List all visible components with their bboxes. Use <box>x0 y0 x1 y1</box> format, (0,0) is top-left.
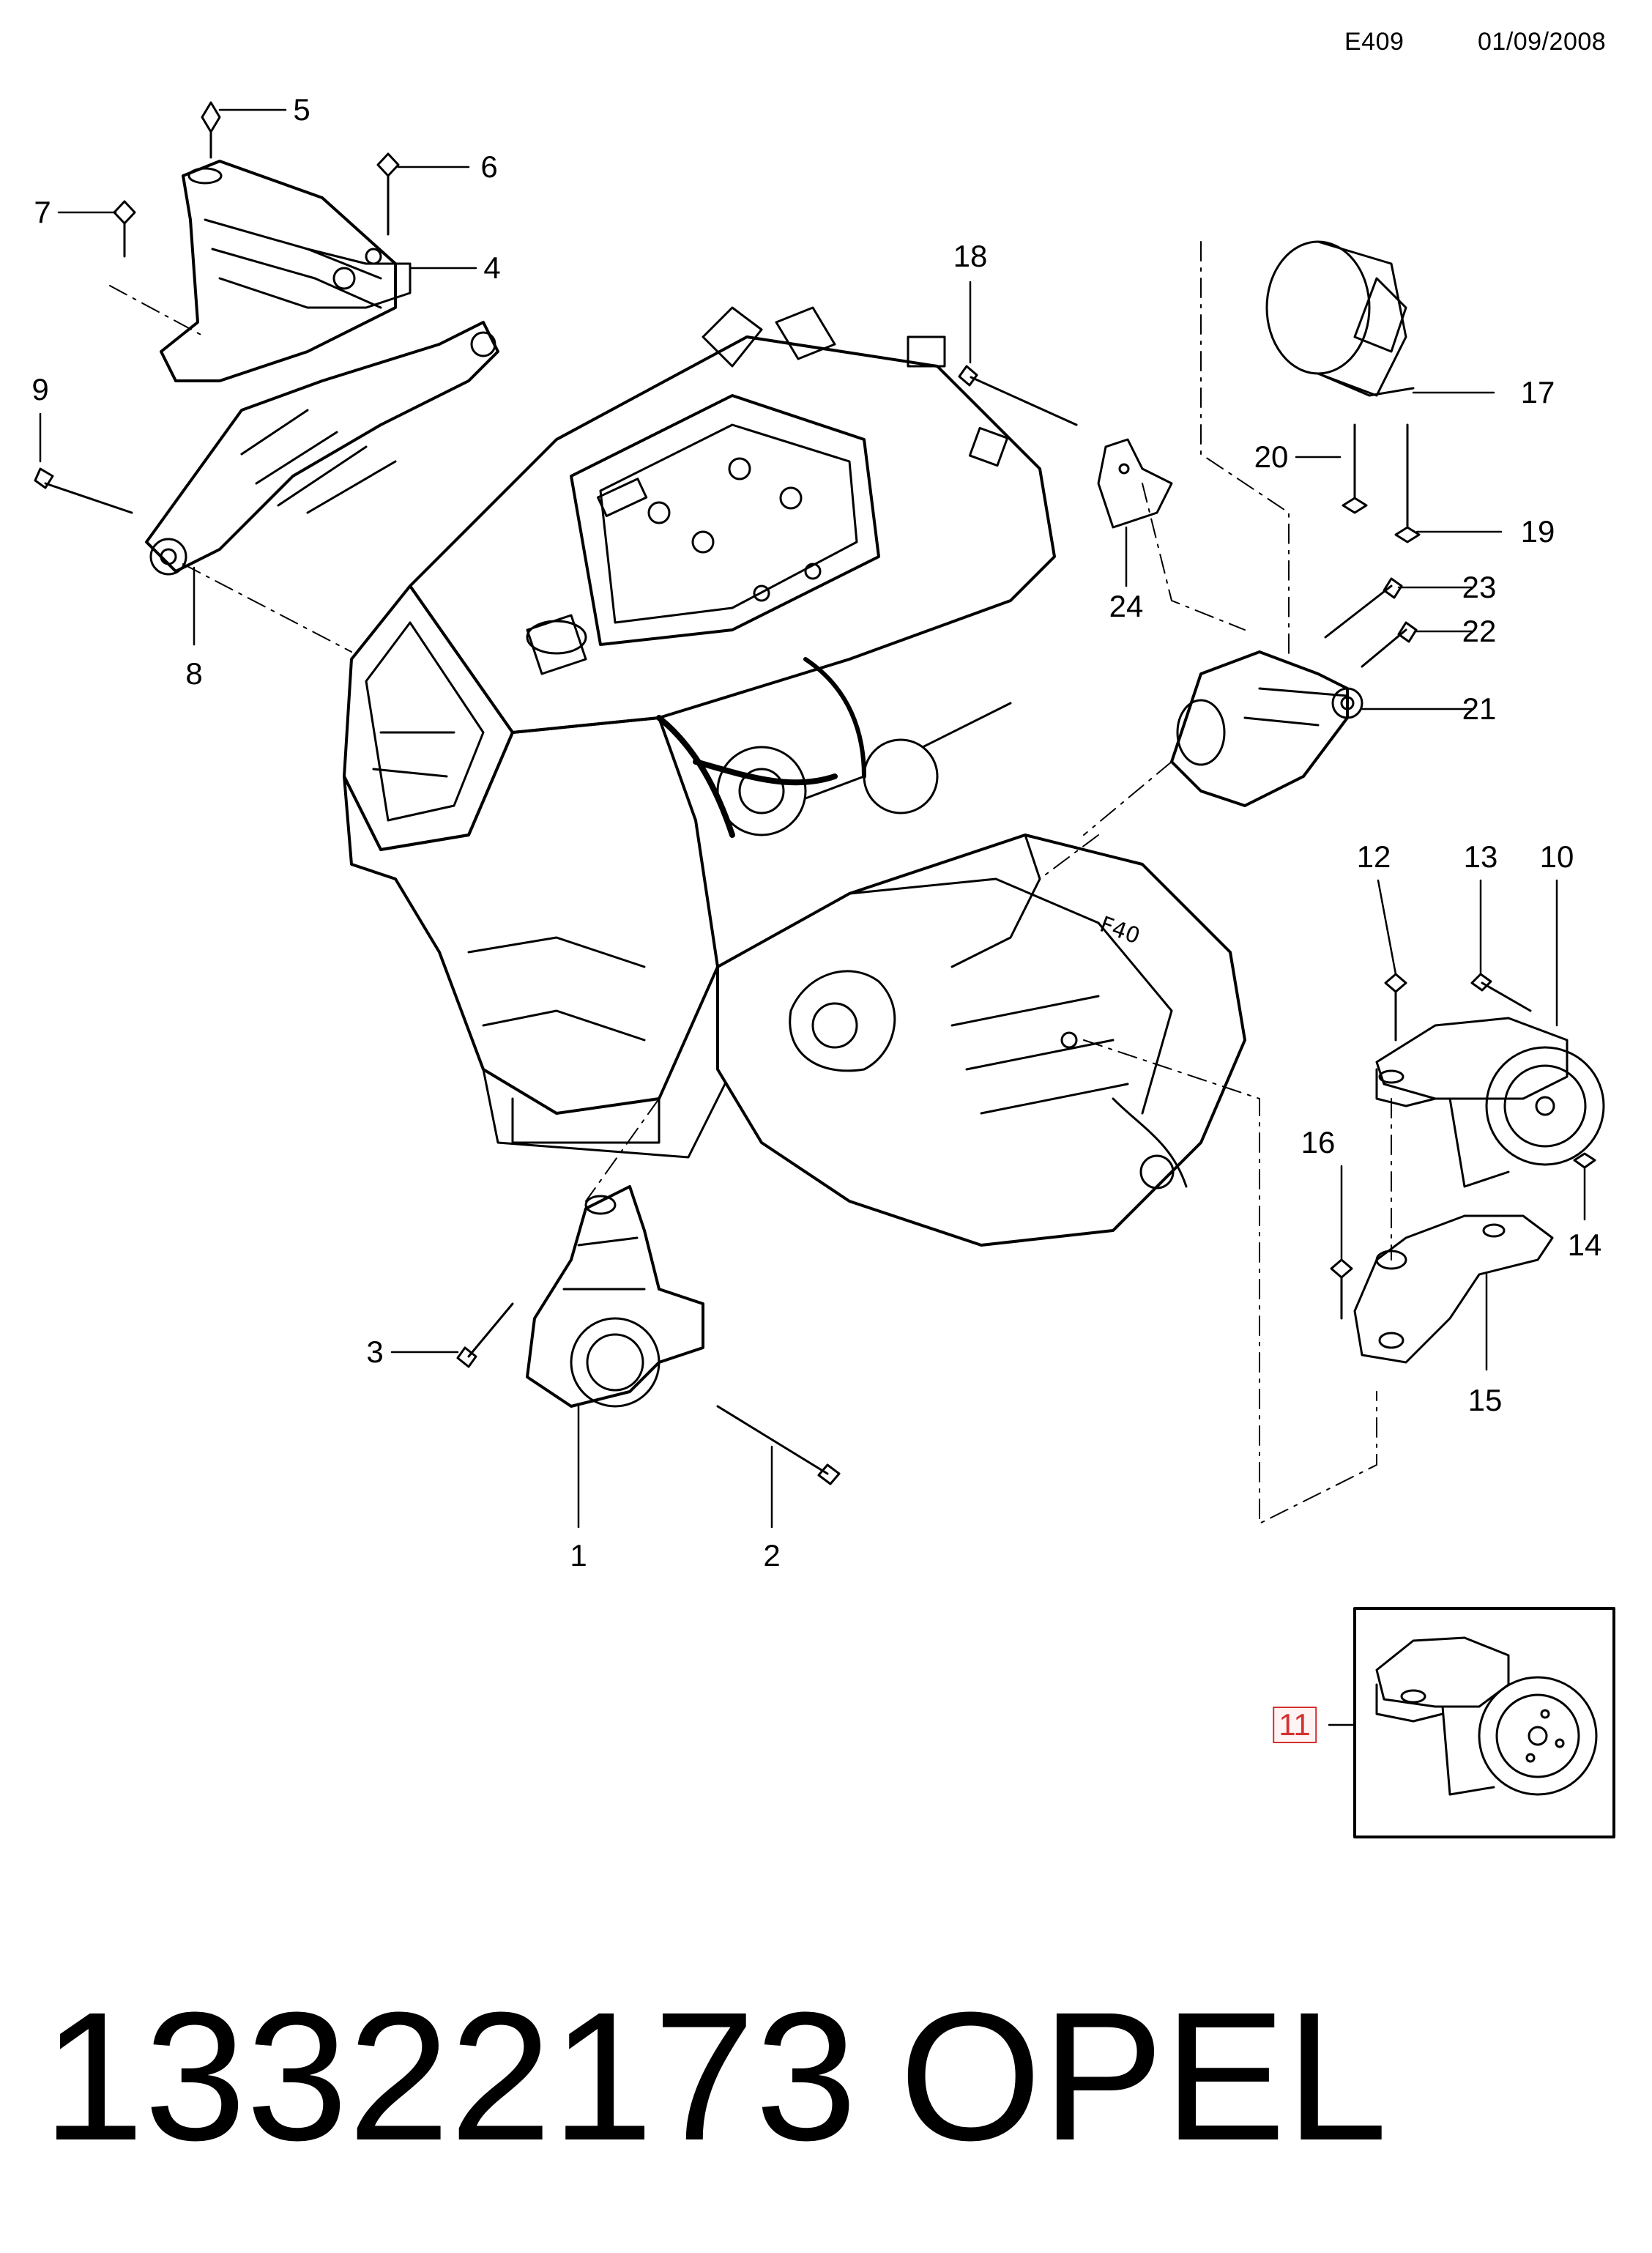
callout-22: 22 <box>1462 614 1497 648</box>
diagram-code: E409 <box>1344 28 1404 56</box>
diagram-date: 01/09/2008 <box>1478 28 1607 56</box>
callout-17: 17 <box>1520 375 1555 409</box>
part-8-bracket <box>145 321 499 576</box>
brand-name: OPEL <box>899 1974 1388 2178</box>
callout-8: 8 <box>185 656 203 691</box>
part-15-bracket <box>1353 1214 1554 1364</box>
part-10-transmission-mount <box>1375 1017 1605 1188</box>
callout-19: 19 <box>1520 514 1555 549</box>
callout-23: 23 <box>1462 570 1497 604</box>
callout-13: 13 <box>1463 839 1498 874</box>
part-1-transmission-mount <box>526 1185 704 1408</box>
callout-21: 21 <box>1462 691 1497 726</box>
callout-9: 9 <box>31 372 49 407</box>
callout-4: 4 <box>483 250 501 285</box>
svg-text:F40: F40 <box>1096 912 1143 950</box>
part-17-hydro-mount <box>1265 240 1415 397</box>
callout-1: 1 <box>570 1538 587 1573</box>
callout-20: 20 <box>1254 439 1289 474</box>
callout-12: 12 <box>1356 839 1391 874</box>
inset-part-11 <box>1353 1607 1615 1838</box>
part-24-heat-shield <box>1097 438 1173 529</box>
callout-6: 6 <box>480 149 498 184</box>
callout-18: 18 <box>953 239 988 273</box>
leader-lines <box>39 108 1586 1726</box>
part-4-upper-mount <box>160 160 412 382</box>
assembly-lines <box>109 241 1392 1524</box>
bolts <box>34 101 1596 1485</box>
callout-15: 15 <box>1467 1383 1503 1417</box>
callout-11-highlighted: 11 <box>1273 1707 1317 1743</box>
engine-assembly-drawing <box>343 306 1056 1159</box>
callout-16: 16 <box>1301 1125 1336 1159</box>
callout-3: 3 <box>366 1335 384 1369</box>
callout-10: 10 <box>1539 839 1574 874</box>
part-number: 13322173 <box>42 1974 857 2178</box>
callout-14: 14 <box>1567 1228 1602 1262</box>
callout-7: 7 <box>34 195 51 229</box>
part-21-mount-bracket <box>1170 650 1363 807</box>
callout-5: 5 <box>293 92 310 127</box>
callout-2: 2 <box>763 1538 781 1573</box>
callout-24: 24 <box>1109 589 1144 623</box>
gearbox-drawing: F40 <box>716 834 1246 1247</box>
